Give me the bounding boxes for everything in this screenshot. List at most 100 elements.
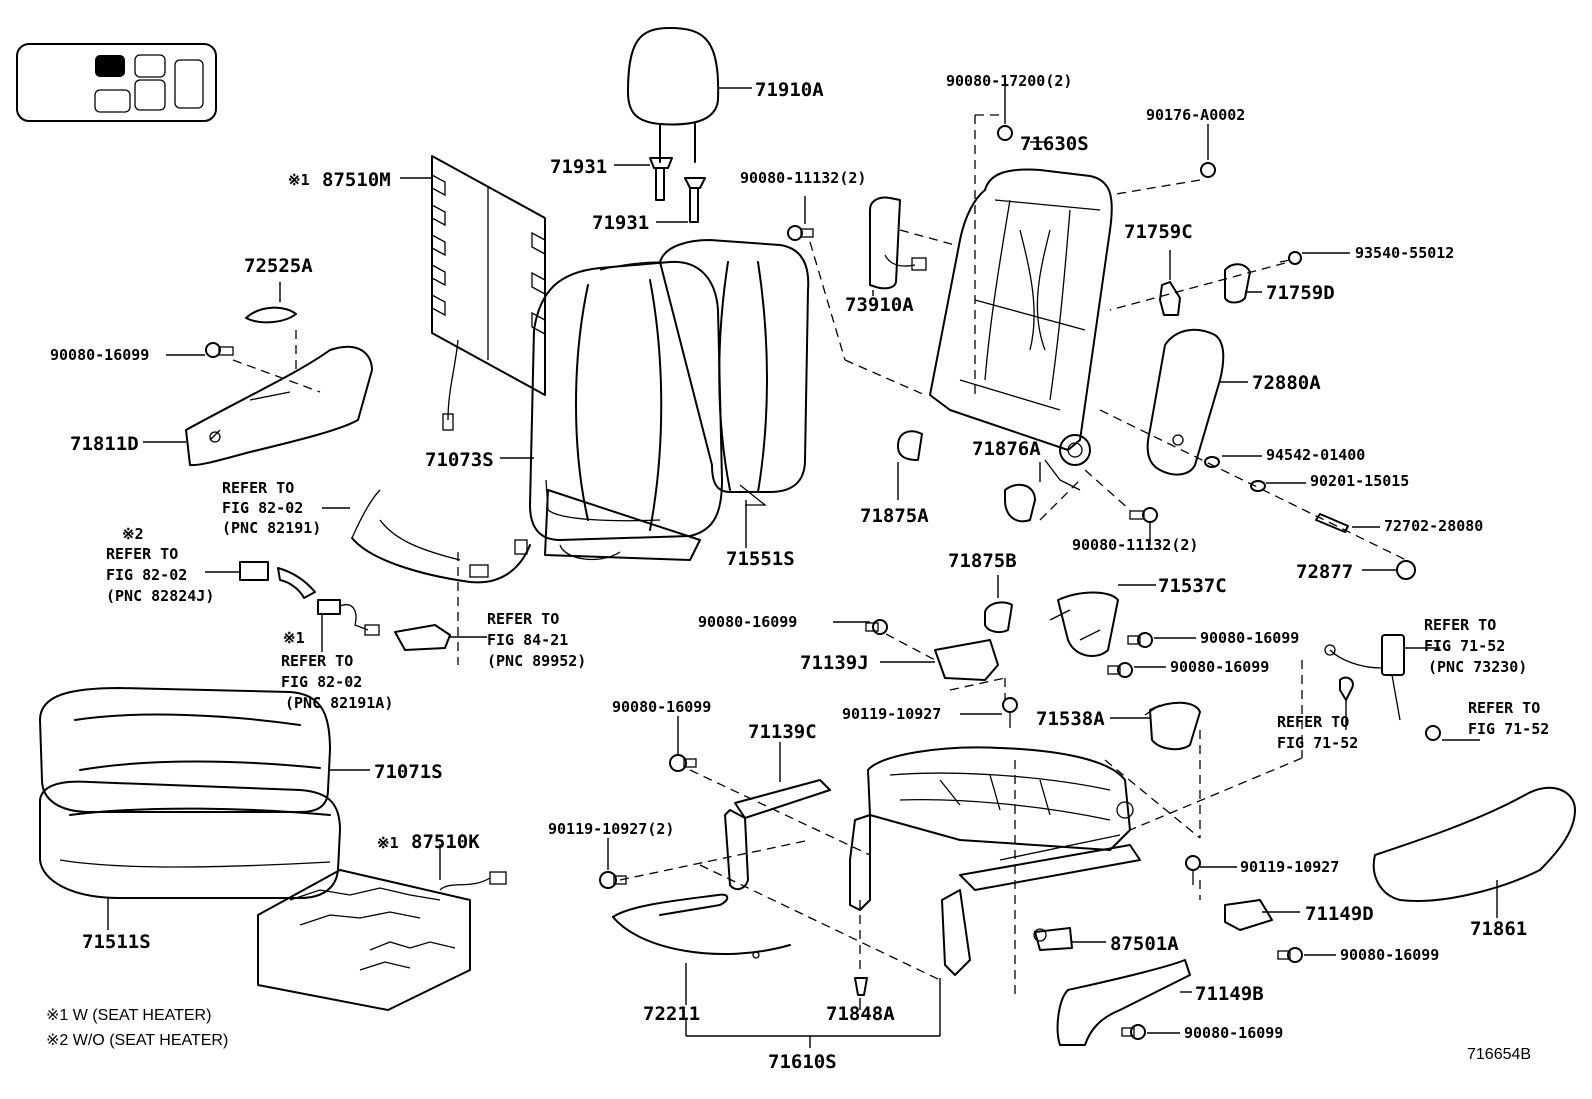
footnote-no-seat-heater: ※2 W/O (SEAT HEATER) xyxy=(46,1032,228,1049)
wire-72211[interactable] xyxy=(612,893,791,959)
label-71610s: 71610S xyxy=(768,1051,837,1073)
label-90119-10927-a: 90119-10927 xyxy=(842,705,941,723)
bolt-90080-11132[interactable] xyxy=(787,225,814,241)
label-71071s: 71071S xyxy=(374,761,443,783)
bolt-90119-10927-c[interactable] xyxy=(1185,855,1201,885)
svg-text:(PNC 82191): (PNC 82191) xyxy=(222,519,321,537)
label-72702-28080: 72702-28080 xyxy=(1384,517,1483,535)
label-71811d: 71811D xyxy=(70,433,139,455)
wire-harness xyxy=(351,489,531,665)
label-90080-11132-a: 90080-11132(2) xyxy=(740,169,866,187)
svg-text:FIG 82-02: FIG 82-02 xyxy=(106,566,187,584)
cover-71876a[interactable] xyxy=(1004,483,1036,523)
svg-text:FIG 71-52: FIG 71-52 xyxy=(1424,637,1505,655)
label-71759c: 71759C xyxy=(1124,221,1193,243)
bolt-90080-16099-b[interactable] xyxy=(1127,632,1153,648)
label-90080-11132-b: 90080-11132(2) xyxy=(1072,536,1198,554)
label-90080-17200: 90080-17200(2) xyxy=(946,72,1072,90)
svg-text:(PNC 73230): (PNC 73230) xyxy=(1428,658,1527,676)
label-90119-10927-b: 90119-10927(2) xyxy=(548,820,674,838)
label-90080-16099-b: 90080-16099 xyxy=(1200,629,1299,647)
bolt-90080-16099-d[interactable] xyxy=(1107,662,1133,678)
svg-text:※1: ※1 xyxy=(283,629,305,647)
label-71875b: 71875B xyxy=(948,550,1017,572)
label-72880a: 72880A xyxy=(1252,372,1321,394)
seatback-cover-71073s[interactable] xyxy=(529,260,723,561)
label-90080-16099-g: 90080-16099 xyxy=(1184,1024,1283,1042)
bolt-90080-16099-g[interactable] xyxy=(1121,1024,1146,1040)
sensor-87501a[interactable] xyxy=(1033,927,1073,951)
label-90080-16099-e: 90080-16099 xyxy=(612,698,711,716)
seatback-pad-71551s[interactable] xyxy=(659,239,810,506)
bracket-71139c[interactable] xyxy=(724,779,831,891)
cover-71149b[interactable] xyxy=(1056,959,1191,1046)
bracket-71759c[interactable] xyxy=(1159,281,1181,316)
spacer-94542-01400[interactable] xyxy=(1204,456,1220,468)
cap-72877[interactable] xyxy=(1396,560,1416,580)
footnote-seat-heater: ※1 W (SEAT HEATER) xyxy=(46,1007,211,1024)
clip-90176-a0002[interactable] xyxy=(1200,162,1216,178)
bolt-90080-16099[interactable] xyxy=(205,342,234,358)
screw-93540-55012[interactable] xyxy=(1279,251,1302,265)
label-90080-16099-c: 90080-16099 xyxy=(698,613,797,631)
clip-71848a[interactable] xyxy=(854,977,868,996)
refer-block-71-52-right: REFER TO FIG 71-52 xyxy=(1468,699,1549,738)
svg-text:(PNC 82824J): (PNC 82824J) xyxy=(106,587,214,605)
seatback-frame-71630s[interactable] xyxy=(929,168,1113,491)
cushion-cover-71071s[interactable] xyxy=(39,687,331,813)
label-90080-16099-f: 90080-16099 xyxy=(1340,946,1439,964)
bolt-90080-16099-c[interactable] xyxy=(865,619,888,635)
cover-71538a[interactable] xyxy=(1144,701,1201,751)
label-71861: 71861 xyxy=(1470,918,1527,940)
label-71931-b: 71931 xyxy=(592,212,649,234)
figure-id: 716654B xyxy=(1467,1046,1531,1063)
bolt-90119-10927-a[interactable] xyxy=(1002,697,1018,728)
label-87501a: 87501A xyxy=(1110,933,1179,955)
label-87510m: 87510M xyxy=(322,169,391,191)
cover-71875a[interactable] xyxy=(897,430,923,461)
svg-text:REFER TO: REFER TO xyxy=(106,545,178,563)
bolt-90080-17200[interactable] xyxy=(997,125,1013,141)
bolt-90080-11132-b[interactable] xyxy=(1129,507,1158,523)
cover-71875b[interactable] xyxy=(984,601,1013,634)
svg-text:FIG 71-52: FIG 71-52 xyxy=(1277,734,1358,752)
armrest-72880a[interactable] xyxy=(1146,328,1225,476)
bolt-90080-16099-f[interactable] xyxy=(1277,947,1303,963)
bracket-71139j[interactable] xyxy=(934,639,999,681)
label-90201-15015: 90201-15015 xyxy=(1310,472,1409,490)
vehicle-locator-icon xyxy=(16,43,217,122)
cover-72525a[interactable] xyxy=(245,306,297,375)
svg-text:REFER TO: REFER TO xyxy=(222,479,294,497)
module-89952 xyxy=(394,624,451,651)
side-shield-71861[interactable] xyxy=(1372,786,1576,902)
label-71537c: 71537C xyxy=(1158,575,1227,597)
clip-71759d[interactable] xyxy=(1224,263,1251,304)
seat-heater-back-mat-87510m[interactable] xyxy=(431,155,546,431)
headrest-71910a[interactable] xyxy=(627,27,720,163)
label-71630s: 71630S xyxy=(1020,133,1089,155)
cover-71537c[interactable] xyxy=(1049,591,1119,657)
label-73910a: 73910A xyxy=(845,294,914,316)
headrest-support-71931[interactable] xyxy=(649,157,706,223)
bolt-90080-16099-e[interactable] xyxy=(669,754,697,772)
label-71551s: 71551S xyxy=(726,548,795,570)
seat-heater-cushion-mat-87510k[interactable] xyxy=(257,869,507,1011)
bolt-90119-10927-b[interactable] xyxy=(599,871,627,889)
washer-90201-15015[interactable] xyxy=(1250,480,1266,492)
cover-71149d[interactable] xyxy=(1224,899,1273,931)
seat-cushion-frame-71610s[interactable] xyxy=(849,746,1141,976)
refer-block-89952: REFER TO FIG 84-21 (PNC 89952) xyxy=(487,610,586,670)
label-72211: 72211 xyxy=(643,1003,700,1025)
label-72877: 72877 xyxy=(1296,561,1353,583)
refer-block-71-52-left: REFER TO FIG 71-52 xyxy=(1277,713,1358,752)
label-71073s: 71073S xyxy=(425,449,494,471)
refer-block-82191a: ※1 REFER TO FIG 82-02 (PNC 82191A) xyxy=(281,629,393,712)
label-71139j: 71139J xyxy=(800,652,869,674)
side-cover-71811d[interactable] xyxy=(185,345,373,467)
seat-belt-buckle xyxy=(1324,634,1441,741)
cushion-pad-71511s[interactable] xyxy=(39,780,341,899)
airbag-module-73910a[interactable] xyxy=(869,196,927,290)
connector-82824j xyxy=(239,561,316,599)
bolt-72702-28080[interactable] xyxy=(1315,513,1349,533)
